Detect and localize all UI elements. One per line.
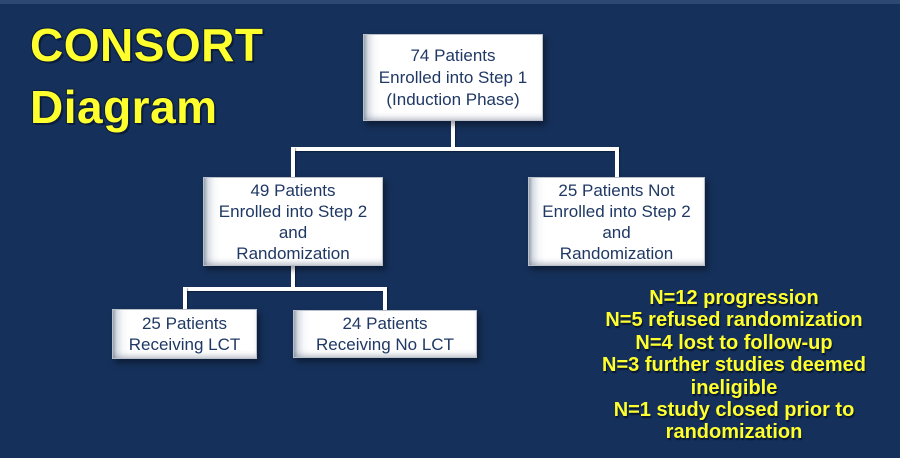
node-text-line: and bbox=[278, 222, 308, 242]
node-text-line: Enrolled into Step 1 bbox=[378, 67, 528, 87]
title-line-2: Diagram bbox=[30, 81, 218, 133]
node-text-line: and bbox=[602, 222, 631, 242]
node-not-randomized: 25 Patients Not Enrolled into Step 2 and… bbox=[528, 177, 705, 266]
node-text-line: Receiving LCT bbox=[128, 335, 241, 354]
connector-to-step2 bbox=[291, 147, 295, 178]
connector-step2-drop bbox=[291, 265, 295, 288]
node-text-line: 74 Patients bbox=[410, 45, 496, 65]
node-text-line: Randomization bbox=[236, 243, 350, 263]
annotation-item: N=4 lost to follow-up bbox=[635, 331, 833, 354]
connector-step1-drop bbox=[451, 121, 455, 148]
node-text-line: 49 Patients bbox=[250, 180, 336, 200]
node-text-line: (Induction Phase) bbox=[386, 89, 520, 109]
node-text-line: Enrolled into Step 2 bbox=[218, 201, 368, 221]
connector-to-no-lct bbox=[383, 287, 387, 311]
annotation-list: N=12 progression N=5 refused randomizati… bbox=[569, 287, 899, 444]
node-no-lct: 24 Patients Receiving No LCT bbox=[293, 310, 477, 358]
node-text-line: 24 Patients bbox=[342, 314, 428, 333]
annotation-item: N=1 study closed prior to randomization bbox=[613, 399, 855, 444]
title-line-1: CONSORT bbox=[30, 19, 264, 71]
node-text-line: Receiving No LCT bbox=[316, 335, 454, 354]
slide-top-edge bbox=[0, 0, 900, 4]
node-lct: 25 Patients Receiving LCT bbox=[112, 309, 257, 359]
node-text-line: 25 Patients Not bbox=[558, 180, 675, 200]
connector-step2-branch-bar bbox=[183, 287, 387, 291]
node-text-line: 25 Patients bbox=[141, 314, 228, 333]
annotation-item: N=5 refused randomization bbox=[605, 309, 863, 332]
node-text-line: Randomization bbox=[559, 243, 674, 263]
connector-step1-branch-bar bbox=[291, 147, 619, 151]
annotation-item: N=12 progression bbox=[649, 287, 819, 309]
slide-title: CONSORT Diagram bbox=[30, 14, 264, 138]
node-text-line: Enrolled into Step 2 bbox=[542, 201, 691, 221]
annotation-item: N=3 further studies deemed ineligible bbox=[602, 354, 866, 399]
connector-to-lct bbox=[183, 287, 187, 310]
node-step1: 74 Patients Enrolled into Step 1 (Induct… bbox=[363, 34, 543, 121]
connector-to-not-step2 bbox=[615, 147, 619, 178]
node-step2-randomized: 49 Patients Enrolled into Step 2 and Ran… bbox=[203, 177, 383, 266]
